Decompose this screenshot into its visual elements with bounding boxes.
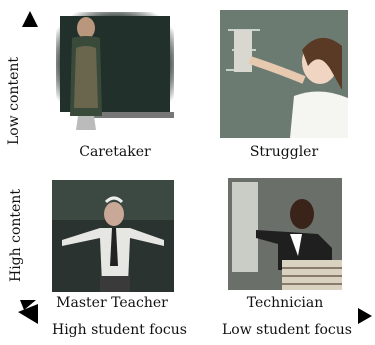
struggler-photo — [220, 10, 348, 138]
caretaker-photo — [52, 8, 178, 136]
caretaker-label: Caretaker — [79, 144, 151, 160]
x-axis-right-label: Low student focus — [222, 322, 352, 338]
master-teacher-label: Master Teacher — [56, 295, 168, 311]
y-axis-top-label: Low content — [6, 57, 22, 145]
struggler-label: Struggler — [249, 144, 319, 160]
right-arrow-icon — [358, 308, 372, 324]
master-teacher-photo — [52, 180, 174, 292]
technician-photo — [228, 178, 342, 290]
technician-label: Technician — [246, 295, 324, 311]
up-arrow-icon — [22, 11, 38, 27]
y-axis-bottom-label: High content — [8, 189, 24, 282]
x-axis-left-label: High student focus — [52, 322, 187, 338]
down-left-arrow-icon — [18, 300, 38, 324]
